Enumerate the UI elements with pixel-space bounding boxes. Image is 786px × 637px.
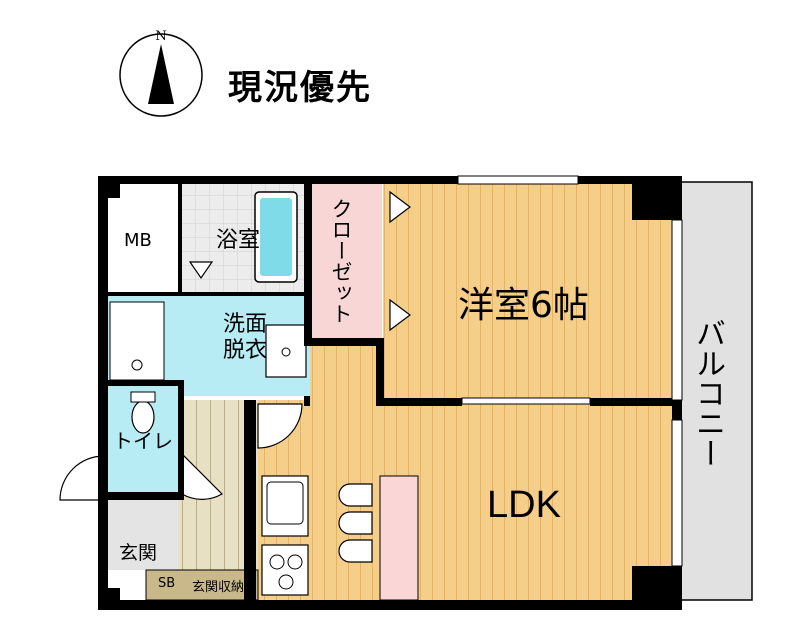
door-swings (59, 190, 411, 501)
entrance-floor (108, 500, 178, 570)
entrance-storage (145, 569, 259, 601)
room-label-entrance: 玄関 (119, 542, 158, 564)
room-label-washroom-line2: 脱衣 (222, 338, 267, 363)
balcony-area (675, 181, 753, 601)
room-label-western-room: 洋室6帖 (458, 285, 589, 326)
compass-north-label: N (155, 29, 166, 44)
room-label-shoe-box: SB (158, 576, 176, 591)
page-title: 現況優先 (228, 68, 372, 108)
kitchen-sink (261, 475, 309, 537)
room-label-balcony: バルコニー (690, 318, 725, 468)
closet-floor (312, 182, 382, 340)
room-label-toilet: トイレ (113, 429, 173, 453)
compass-icon: N (119, 29, 203, 117)
room-label-washroom: 洗面 脱衣 (215, 312, 275, 364)
bathtub-water (260, 198, 292, 276)
room-label-entrance-storage: 玄関収納 (192, 580, 245, 595)
room-label-mb: MB (124, 230, 152, 251)
kitchen-counter (379, 475, 419, 601)
washbasin (265, 324, 307, 378)
washing-machine-pan (109, 301, 165, 381)
mb-area (108, 182, 178, 292)
stove (261, 544, 309, 596)
dining-chairs (338, 483, 373, 563)
room-label-closet: クローゼット (329, 198, 353, 324)
room-label-bath: 浴室 (216, 228, 261, 253)
room-label-washroom-line1: 洗面 (222, 312, 267, 337)
room-label-ldk: LDK (487, 484, 561, 526)
